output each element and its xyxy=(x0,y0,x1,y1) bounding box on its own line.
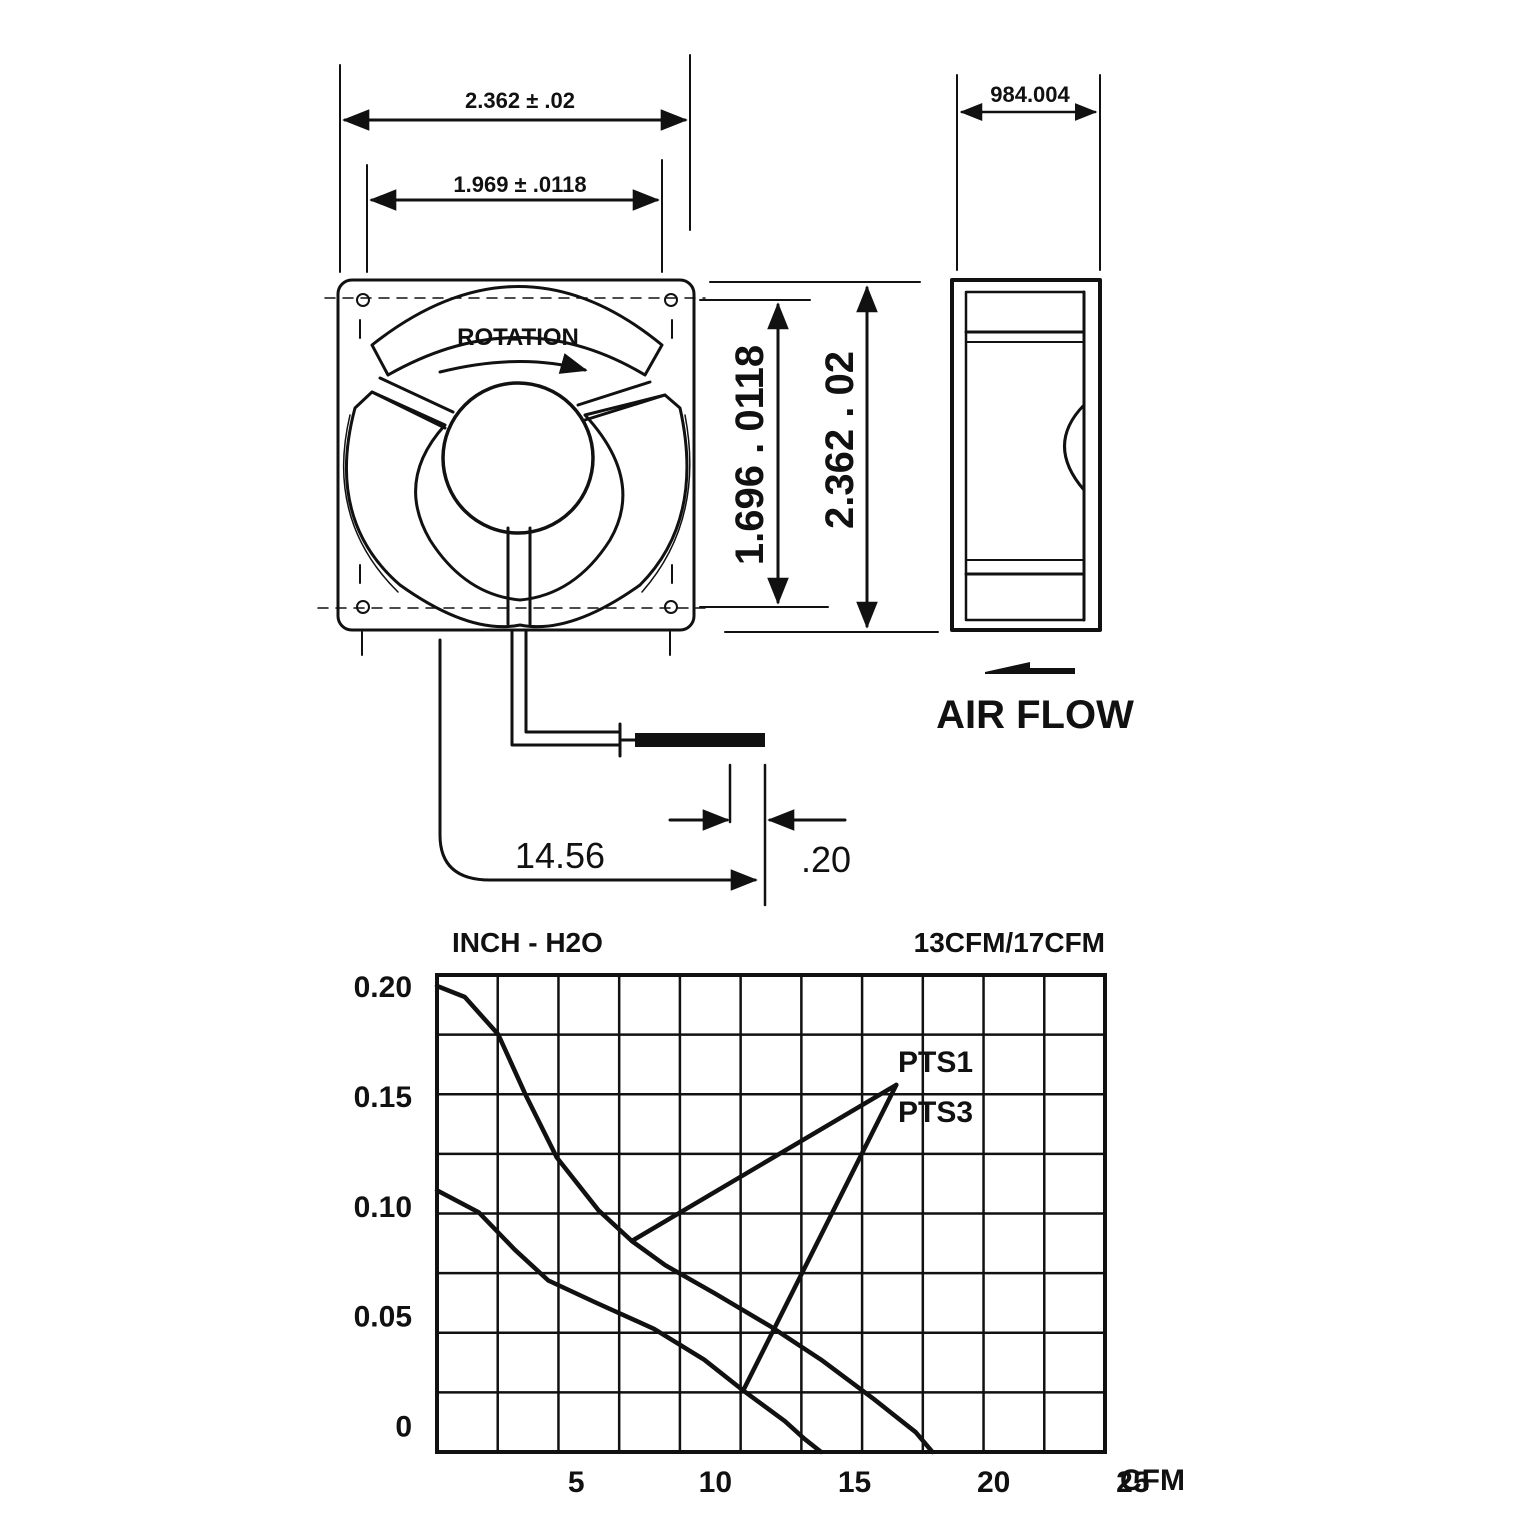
x-tick-label: 20 xyxy=(977,1466,1010,1499)
fan-frame xyxy=(336,278,696,632)
airflow-arrow xyxy=(985,662,1075,674)
mounting-hole-br xyxy=(664,600,678,614)
x-tick-label: 25 xyxy=(1116,1466,1149,1499)
y-tick-label: 0.15 xyxy=(354,1081,412,1114)
rotation-arrow xyxy=(438,353,588,374)
chart-ylabel: INCH - H2O xyxy=(452,927,603,958)
y-tick-label: 0.20 xyxy=(354,971,412,1004)
series-line-2 xyxy=(434,1188,824,1455)
lead-connector xyxy=(635,733,765,747)
y-tick-label: 0.05 xyxy=(354,1301,412,1334)
series-line-3 xyxy=(629,1082,899,1244)
dim-depth: 984.004 xyxy=(990,82,1070,107)
side-hub-profile xyxy=(1063,403,1086,492)
mounting-hole-bl xyxy=(356,600,370,614)
fan-front-view: 2.362 ± .02 1.969 ± .0118 ROTATION xyxy=(317,54,939,907)
dim-venturi-width: 1.969 ± .0118 xyxy=(453,172,586,197)
y-tick-label: 0.10 xyxy=(354,1191,412,1224)
lead-wire-a xyxy=(510,628,622,747)
dim-lead-strip: .20 xyxy=(801,839,851,880)
lead-wire-b xyxy=(524,628,622,734)
annotation-pts1: PTS1 xyxy=(898,1046,973,1079)
dim-hole-spacing: 1.696 . 0118 xyxy=(728,345,772,565)
x-tick-label: 15 xyxy=(838,1466,871,1499)
series-line-4 xyxy=(740,1082,899,1393)
dim-lead-length: 14.56 xyxy=(515,835,605,876)
y-tick-label: 0 xyxy=(395,1411,412,1444)
annotation-pts3: PTS3 xyxy=(898,1096,973,1129)
x-tick-label: 10 xyxy=(699,1466,732,1499)
dim-overall-height: 2.362 . 02 xyxy=(818,351,862,529)
rotation-label: ROTATION xyxy=(457,324,579,351)
dim-overall-width: 2.362 ± .02 xyxy=(465,88,575,113)
dim-line-lead-length xyxy=(438,638,758,891)
series-line-1 xyxy=(434,983,935,1455)
x-tick-label: 5 xyxy=(568,1466,585,1499)
mounting-hole-tl xyxy=(356,293,370,307)
fan-side-view: 984.004 AIR FLOW xyxy=(936,74,1134,737)
performance-chart: INCH - H2O 13CFM/17CFM CFM 5 10 15 20 25 0 0.0… xyxy=(354,927,1185,1499)
rotation-window xyxy=(370,285,664,377)
chart-xlabel: CFM xyxy=(1120,1464,1185,1497)
mounting-hole-tr xyxy=(664,293,678,307)
side-frame xyxy=(950,278,1102,632)
airflow-label: AIR FLOW xyxy=(936,693,1134,737)
venturi-ring xyxy=(344,390,689,629)
fan-hub xyxy=(441,381,595,535)
chart-title: 13CFM/17CFM xyxy=(914,927,1105,958)
